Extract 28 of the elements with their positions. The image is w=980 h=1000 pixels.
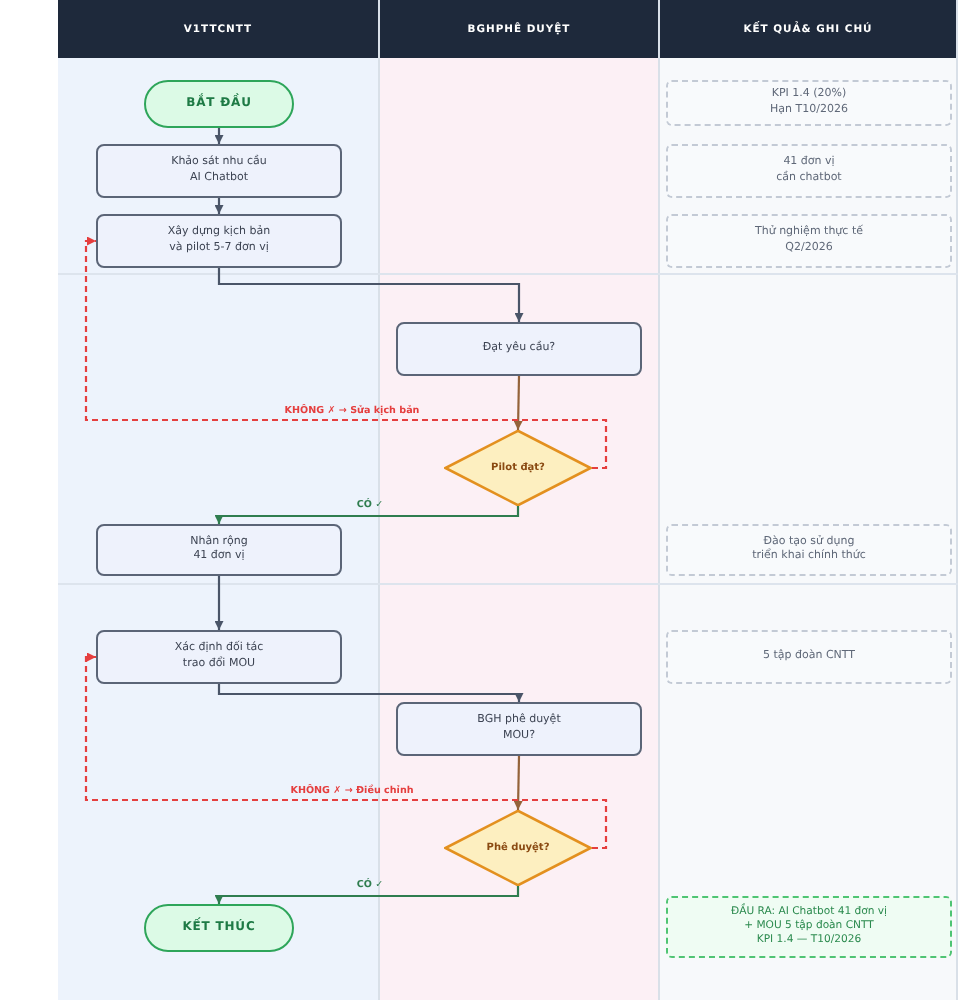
output-note-box: [666, 896, 952, 958]
note-box: [666, 524, 952, 576]
dashed-arrow: [84, 652, 608, 850]
note-box: [666, 80, 952, 126]
arrow: [513, 376, 523, 430]
note-box: [666, 630, 952, 684]
decision-diamond: [444, 430, 592, 506]
arrow: [214, 128, 224, 144]
arrow: [214, 576, 224, 630]
process-box: [96, 214, 342, 268]
swimlane: [660, 0, 958, 1000]
dashed-arrow: [84, 236, 608, 470]
arrow: [513, 756, 523, 810]
note-box: [666, 144, 952, 198]
arrow: [214, 506, 520, 524]
arrow: [217, 684, 524, 702]
process-box: [96, 144, 342, 198]
process-box: [96, 524, 342, 576]
arrow: [214, 886, 520, 904]
terminal-pill: [144, 80, 294, 128]
process-box: [396, 702, 642, 756]
process-box: [96, 630, 342, 684]
arrow: [214, 198, 224, 214]
terminal-pill: [144, 904, 294, 952]
decision-diamond: [444, 810, 592, 886]
process-box: [396, 322, 642, 376]
arrow: [217, 268, 524, 322]
note-box: [666, 214, 952, 268]
